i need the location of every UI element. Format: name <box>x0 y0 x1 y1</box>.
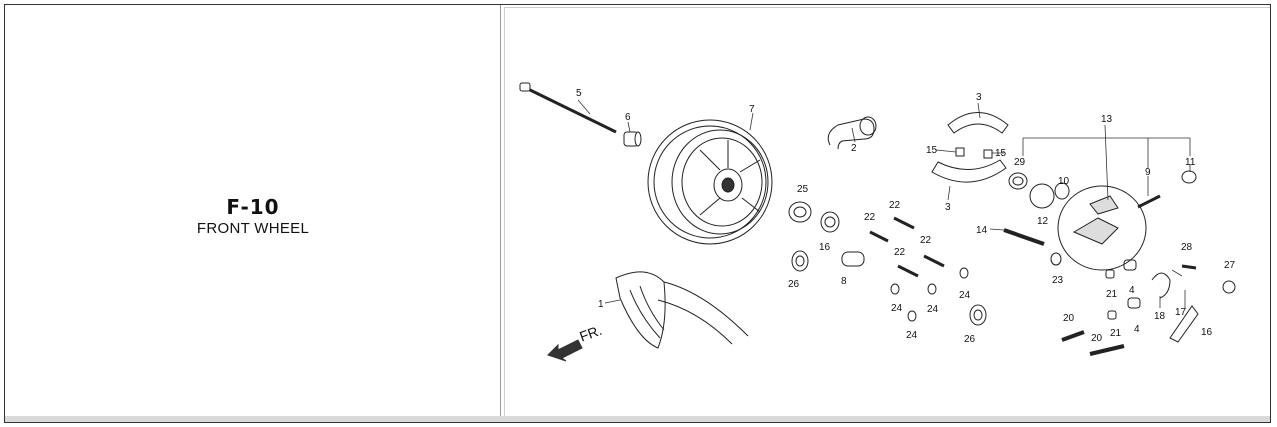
brake-arm-parts <box>1105 259 1236 343</box>
callout-13: 13 <box>1101 114 1113 125</box>
callout-17: 17 <box>1175 307 1187 318</box>
callout-20-bottom: 20 <box>1091 333 1103 344</box>
fastener-parts <box>869 147 1062 322</box>
callout-21-bottom: 21 <box>1110 328 1122 339</box>
section-title: FRONT WHEEL <box>196 220 310 237</box>
front-direction-arrow-icon <box>547 339 583 362</box>
callout-26-right: 26 <box>964 334 976 345</box>
callout-4-top: 4 <box>1129 285 1135 296</box>
section-caption: F-10 FRONT WHEEL <box>5 195 501 238</box>
callout-22-d: 22 <box>920 235 932 246</box>
callout-24-b: 24 <box>891 303 903 314</box>
callout-21-top: 21 <box>1106 289 1118 300</box>
callout-3-top: 3 <box>976 92 982 103</box>
callout-6: 6 <box>625 112 631 123</box>
bearing-parts <box>788 201 987 326</box>
callout-27: 29 <box>1014 157 1026 168</box>
callout-4-bottom: 4 <box>1134 324 1140 335</box>
valve-part <box>827 116 877 150</box>
callout-12: 12 <box>1037 216 1049 227</box>
callout-26-left: 26 <box>788 279 800 290</box>
callout-24-d: 24 <box>906 330 918 341</box>
callout-5: 5 <box>576 88 582 99</box>
callout-leader-lines <box>577 99 1191 308</box>
callout-9: 9 <box>1145 167 1151 178</box>
callout-22-b: 22 <box>864 212 876 223</box>
brake-panel-part <box>1057 170 1197 271</box>
catalog-page-frame: F-10 FRONT WHEEL <box>4 4 1271 423</box>
callout-8: 8 <box>841 276 847 287</box>
collar-part <box>623 131 642 147</box>
brake-shoe-part <box>931 112 1009 183</box>
callout-numbers: 5 6 7 2 3 3 13 29 10 12 9 11 15 15 14 25… <box>576 88 1236 345</box>
callout-2: 2 <box>851 143 857 154</box>
bottom-scrollbar-track <box>5 416 1270 422</box>
callout-19: 18 <box>1154 311 1166 322</box>
wheel-rim-part <box>647 119 773 245</box>
callout-7: 7 <box>749 104 755 115</box>
direction-label: FR. <box>577 322 604 345</box>
section-caption-cell: F-10 FRONT WHEEL <box>5 5 501 422</box>
callout-22-a: 22 <box>889 200 901 211</box>
bearing-and-gear-parts <box>1008 172 1070 209</box>
axle-part <box>519 82 617 134</box>
callout-24-c: 24 <box>927 304 939 315</box>
callout-16: 16 <box>819 242 831 253</box>
callout-23: 23 <box>1052 275 1064 286</box>
callout-11: 11 <box>1185 157 1196 168</box>
spring-parts <box>1061 330 1125 356</box>
callout-29: 28 <box>1181 242 1193 253</box>
callout-24-a: 24 <box>959 290 971 301</box>
callout-20-top: 20 <box>1063 313 1075 324</box>
callout-15-right: 15 <box>995 148 1007 159</box>
exploded-diagram-cell <box>502 5 1270 422</box>
callout-28: 27 <box>1224 260 1236 271</box>
callout-10: 10 <box>1058 176 1070 187</box>
callout-15-left: 15 <box>926 145 938 156</box>
section-code: F-10 <box>226 195 280 219</box>
tyre-part <box>615 271 749 349</box>
callout-3-bottom: 3 <box>945 202 951 213</box>
callout-1: 1 <box>598 299 604 310</box>
callout-25: 25 <box>797 184 809 195</box>
callout-22-c: 22 <box>894 247 906 258</box>
callout-14: 14 <box>976 225 988 236</box>
callout-18: 16 <box>1201 327 1213 338</box>
